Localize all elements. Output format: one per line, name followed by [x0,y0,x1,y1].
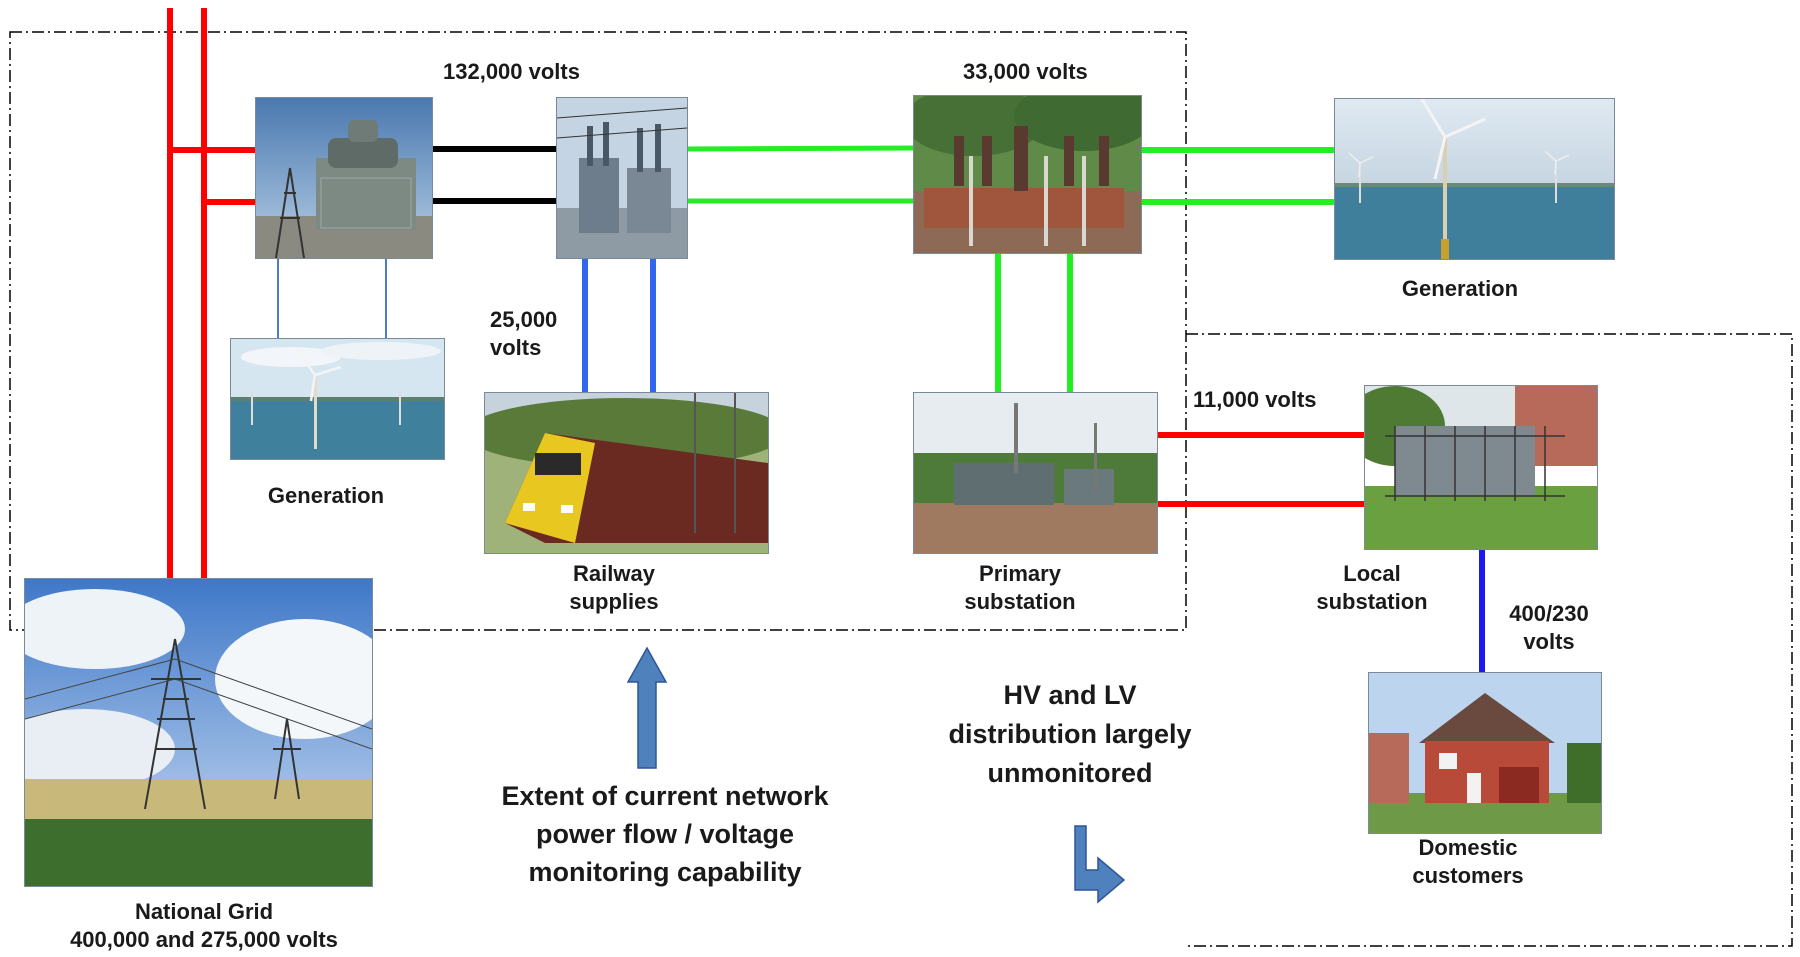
house-photo [1368,672,1602,834]
local-substation-label-line2: substation [1316,588,1428,614]
voltage-label-132kv: 132,000 volts [443,59,580,84]
unmonitored-boundary [1186,333,1793,947]
monitoring-extent-note-line2: power flow / voltage [535,818,795,849]
unmonitored-note-line3: unmonitored [987,758,1153,789]
generation-label-left: Generation [267,483,385,508]
domestic-label-line1: Domestic [1418,835,1518,860]
domestic-label: Domestic customers [1378,834,1558,889]
national-grid-label-line1: National Grid [134,899,274,924]
railway-label-line2: supplies [569,588,659,614]
transmission-pylons-photo [24,578,373,887]
mv-line-1 [685,145,914,152]
primary-substation-label: Primary substation [930,560,1110,615]
local-substation-label: Local substation [1282,560,1462,615]
unmonitored-note: HV and LV distribution largely unmonitor… [920,676,1220,793]
unmonitored-note-line1: HV and LV [1003,680,1137,710]
national-grid-label-line2: 400,000 and 275,000 volts [70,926,338,952]
monitoring-extent-note-line1: Extent of current network [501,781,829,811]
offshore-wind-farm-photo-left [230,338,445,460]
primary-substation-label-line1: Primary [979,561,1061,586]
primary-substation-label-line2: substation [964,588,1076,614]
voltage-label-lv: 400/230 volts [1496,600,1602,655]
railway-label: Railway supplies [524,560,704,615]
33kv-substation-photo [913,95,1142,254]
domestic-label-line2: customers [1412,862,1524,888]
local-substation-photo [1364,385,1598,550]
voltage-label-11kv: 11,000 volts [1193,387,1317,412]
offshore-wind-farm-photo-right [1334,98,1615,260]
bulk-supply-substation-photo [556,97,688,259]
national-grid-label: National Grid 400,000 and 275,000 volts [24,898,384,953]
railway-label-line1: Railway [573,561,655,586]
voltage-label-lv-unit: volts [1523,628,1575,654]
bent-arrow-icon [1074,825,1126,904]
up-arrow-icon [626,646,668,769]
grid-substation-photo [255,97,433,259]
monitoring-extent-note-line3: monitoring capability [528,856,802,887]
unmonitored-note-line2: distribution largely [948,719,1192,750]
generation-label-right: Generation [1401,276,1519,301]
voltage-label-25kv: 25,000 volts [490,306,557,361]
voltage-label-25kv-value: 25,000 [490,307,558,332]
electric-train-photo [484,392,769,554]
local-substation-label-line1: Local [1343,561,1401,586]
monitoring-extent-note: Extent of current network power flow / v… [470,778,860,891]
voltage-label-lv-value: 400/230 [1509,601,1589,626]
voltage-label-33kv: 33,000 volts [963,59,1088,84]
monitored-boundary [9,31,1187,631]
primary-substation-photo [913,392,1158,554]
voltage-label-25kv-unit: volts [490,334,542,360]
